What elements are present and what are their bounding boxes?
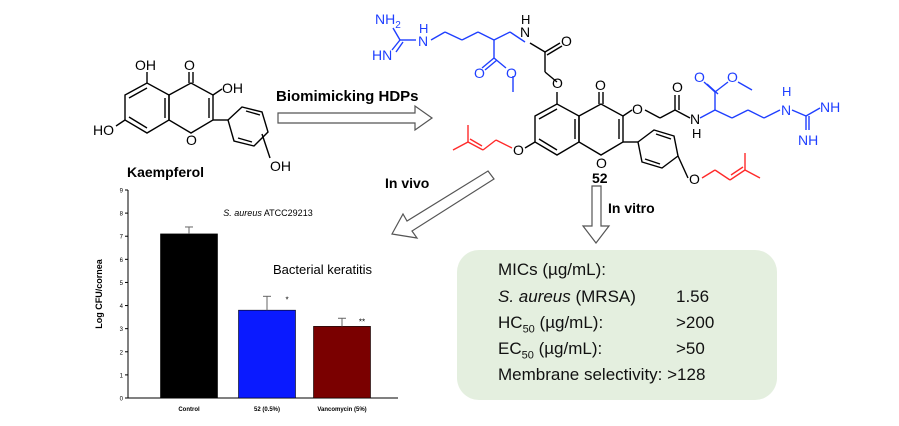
c52-atom-o-ester1a: O: [474, 65, 485, 81]
c52-atom-o-ester2a: O: [694, 69, 705, 85]
chart-ylabel: Log CFU/cornea: [94, 258, 104, 328]
hc-prefix: HC: [498, 313, 523, 332]
bar-chart: S. aureus ATCC29213 Bacterial keratitis …: [94, 189, 398, 413]
ec-sub: 50: [521, 349, 534, 362]
y-tick-label: 5: [120, 281, 124, 287]
c52-atom-h-n1: H: [419, 21, 428, 36]
c52-atom-o-prenyl2: O: [689, 171, 700, 187]
compound52-arginine: [391, 27, 821, 130]
kaempferol-atom-o-top: O: [184, 57, 195, 73]
c52-atom-h-n3: H: [782, 84, 791, 99]
c52-atom-n-amide2: N: [690, 111, 700, 127]
c52-atom-o-prenyl1: O: [513, 142, 524, 158]
sa-strain: (MRSA): [570, 287, 636, 306]
category-label-1: 52 (0.5%): [254, 407, 280, 413]
hc-suffix: (µg/mL):: [534, 313, 604, 332]
y-tick-label: 7: [120, 235, 124, 241]
c52-atom-nh-right: NH: [820, 99, 840, 115]
arrow-label-in-vivo: In vivo: [385, 175, 430, 191]
kaempferol-structure: [115, 72, 271, 159]
hc-sub: 50: [522, 323, 535, 336]
c52-atom-nh-bottom: NH: [798, 132, 818, 148]
arrow-label-biomimicking: Biomimicking HDPs: [276, 88, 419, 105]
y-tick-label: 3: [120, 327, 124, 333]
y-tick-label: 9: [120, 189, 124, 195]
bar-0: [160, 233, 218, 399]
arrow-biomimicking: [277, 104, 434, 132]
c52-atom-o-link: O: [552, 75, 563, 91]
sa-species: S. aureus: [498, 287, 571, 306]
y-tick-label: 6: [120, 258, 124, 264]
ec50-value: >50: [676, 339, 705, 358]
c52-atom-o-keto: O: [595, 77, 606, 93]
category-label-2: Vancomycin (5%): [317, 407, 366, 413]
c52-atom-o-amide2: O: [672, 79, 683, 95]
c52-atom-o-link2: O: [632, 101, 643, 117]
sa-line: S. aureus (MRSA): [498, 287, 636, 307]
kaempferol-atom-ho-left: HO: [93, 122, 114, 138]
c52-atom-o-ring: O: [596, 155, 607, 171]
results-box: MICs (µg/mL): S. aureus (MRSA) 1.56 HC50…: [457, 250, 777, 400]
ec50-line: EC50 (µg/mL):: [498, 339, 602, 361]
y-tick-label: 4: [120, 304, 124, 310]
y-tick-label: 8: [120, 212, 124, 218]
c52-atom-n1: N: [418, 33, 428, 49]
bar-2: [313, 326, 371, 399]
c52-atom-n3: N: [781, 102, 791, 118]
ec-prefix: EC: [498, 339, 522, 358]
hc50-line: HC50 (µg/mL):: [498, 313, 603, 335]
c52-atom-n-amide: N: [520, 24, 530, 40]
ec-suffix: (µg/mL):: [533, 339, 603, 358]
c52-atom-h-amide: H: [521, 12, 530, 27]
significance-1: *: [285, 295, 288, 304]
category-label-0: Control: [178, 407, 200, 413]
kaempferol-name: Kaempferol: [127, 164, 205, 180]
compound52-core: [524, 42, 691, 179]
arrow-in-vitro: [581, 185, 611, 244]
c52-atom-hn-left: HN: [372, 47, 392, 63]
c52-atom-h-n2: H: [692, 126, 701, 141]
y-tick-label: 0: [120, 397, 124, 403]
y-tick-label: 1: [120, 373, 124, 379]
kaempferol-atom-oh-phenyl: OH: [270, 158, 291, 174]
sa-value: 1.56: [676, 287, 710, 306]
compound52-prenyl: [452, 125, 761, 181]
kaempferol-atom-oh-right: OH: [222, 80, 243, 96]
chart-title: S. aureus ATCC29213: [223, 208, 312, 218]
membrane-selectivity: Membrane selectivity: >128: [498, 365, 706, 384]
compound-label-52: 52: [592, 170, 608, 186]
kaempferol-atom-oh-top: OH: [135, 57, 156, 73]
hc50-value: >200: [676, 313, 715, 332]
mics-label: MICs (µg/mL):: [498, 260, 607, 279]
arrow-in-vivo: [391, 170, 495, 239]
arrow-label-in-vitro: In vitro: [608, 200, 655, 216]
chart-annotation: Bacterial keratitis: [273, 262, 372, 277]
c52-atom-o-ester2b: O: [727, 69, 738, 85]
c52-atom-nh2: NH2: [375, 11, 401, 31]
bar-1: [238, 309, 296, 399]
kaempferol-atom-o-ring: O: [186, 132, 197, 148]
significance-2: **: [359, 317, 365, 326]
c52-atom-o-ester1b: O: [506, 65, 517, 81]
y-tick-label: 2: [120, 350, 124, 356]
c52-atom-o-amide: O: [561, 33, 572, 49]
